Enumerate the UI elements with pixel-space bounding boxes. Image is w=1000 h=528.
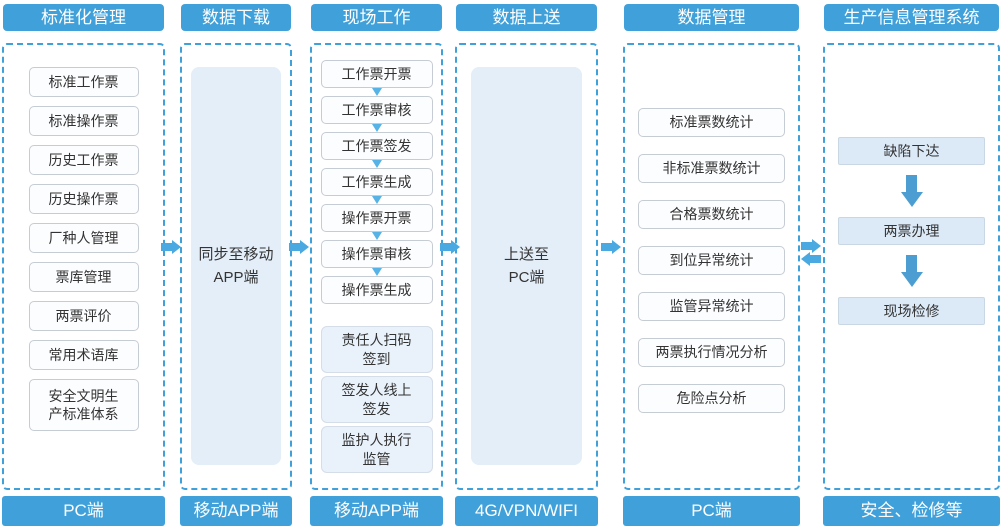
right-arrow-icon (289, 240, 309, 254)
flow-box: 缺陷下达 (838, 137, 985, 165)
upload-to-pc-box: 上送至 PC端 (471, 67, 582, 465)
right-arrow-icon (440, 240, 460, 254)
left-arrow-icon (801, 252, 821, 266)
column-panel (455, 43, 598, 490)
down-arrow-icon (371, 268, 382, 276)
column-field-work: 现场工作 工作票开票 工作票审核 工作票签发 工作票生成 操作票开票 操作票审核… (310, 0, 443, 528)
column-header: 数据下载 (181, 4, 291, 31)
down-arrow-icon (900, 175, 923, 207)
flow-box: 非标准票数统计 (638, 154, 785, 183)
column-panel: 工作票开票 工作票审核 工作票签发 工作票生成 操作票开票 操作票审核 操作票生… (310, 43, 443, 490)
down-arrow-icon (371, 88, 382, 96)
column-panel: 标准票数统计 非标准票数统计 合格票数统计 到位异常统计 监管异常统计 两票执行… (623, 43, 800, 490)
flow-box: 合格票数统计 (638, 200, 785, 229)
column-header: 生产信息管理系统 (824, 4, 999, 31)
column-panel (180, 43, 292, 490)
flow-box: 两票评价 (28, 301, 139, 331)
flow-box: 操作票生成 (320, 276, 433, 304)
flow-box: 操作票审核 (320, 240, 433, 268)
right-arrow-icon (601, 240, 621, 254)
column-footer: PC端 (2, 496, 165, 526)
column-header: 数据管理 (624, 4, 799, 31)
flow-box: 现场检修 (838, 297, 985, 325)
column-footer: 4G/VPN/WIFI (455, 496, 598, 526)
flow-box: 责任人扫码 签到 (320, 326, 433, 373)
down-arrow-icon (371, 160, 382, 168)
down-arrow-icon (900, 255, 923, 287)
flow-box: 票库管理 (28, 262, 139, 292)
column-header: 标准化管理 (3, 4, 164, 31)
column-data-download: 数据下载 同步至移动 APP端 移动APP端 (180, 0, 292, 528)
flow-box: 监护人执行 监管 (320, 426, 433, 473)
flow-box: 操作票开票 (320, 204, 433, 232)
column-production-info-system: 生产信息管理系统 缺陷下达 两票办理 现场检修 安全、检修等 (823, 0, 1000, 528)
flow-box: 厂种人管理 (28, 223, 139, 253)
flow-box: 常用术语库 (28, 340, 139, 370)
right-arrow-icon (801, 239, 821, 253)
flow-box: 危险点分析 (638, 384, 785, 413)
down-arrow-icon (371, 232, 382, 240)
column-footer: 安全、检修等 (823, 496, 1000, 526)
flow-box: 签发人线上 签发 (320, 376, 433, 423)
column-panel: 缺陷下达 两票办理 现场检修 (823, 43, 1000, 490)
flow-box: 工作票签发 (320, 132, 433, 160)
flow-box: 历史操作票 (28, 184, 139, 214)
down-arrow-icon (371, 196, 382, 204)
column-data-management: 数据管理 标准票数统计 非标准票数统计 合格票数统计 到位异常统计 监管异常统计… (623, 0, 800, 528)
flow-box: 到位异常统计 (638, 246, 785, 275)
column-panel: 标准工作票 标准操作票 历史工作票 历史操作票 厂种人管理 票库管理 两票评价 … (2, 43, 165, 490)
flow-box: 标准工作票 (28, 67, 139, 97)
flow-box: 工作票生成 (320, 168, 433, 196)
flow-box: 监管异常统计 (638, 292, 785, 321)
right-arrow-icon (161, 240, 181, 254)
flow-box: 两票办理 (838, 217, 985, 245)
column-standardization: 标准化管理 标准工作票 标准操作票 历史工作票 历史操作票 厂种人管理 票库管理… (2, 0, 165, 528)
flow-box: 历史工作票 (28, 145, 139, 175)
column-header: 现场工作 (311, 4, 442, 31)
sync-to-mobile-box: 同步至移动 APP端 (191, 67, 281, 465)
column-footer: PC端 (623, 496, 800, 526)
flow-box: 工作票开票 (320, 60, 433, 88)
column-footer: 移动APP端 (310, 496, 443, 526)
down-arrow-icon (371, 124, 382, 132)
flow-box: 工作票审核 (320, 96, 433, 124)
flow-box: 标准票数统计 (638, 108, 785, 137)
column-header: 数据上送 (456, 4, 597, 31)
column-footer: 移动APP端 (180, 496, 292, 526)
flow-box: 标准操作票 (28, 106, 139, 136)
flow-box: 安全文明生 产标准体系 (28, 379, 139, 431)
column-data-upload: 数据上送 上送至 PC端 4G/VPN/WIFI (455, 0, 598, 528)
flow-box: 两票执行情况分析 (638, 338, 785, 367)
